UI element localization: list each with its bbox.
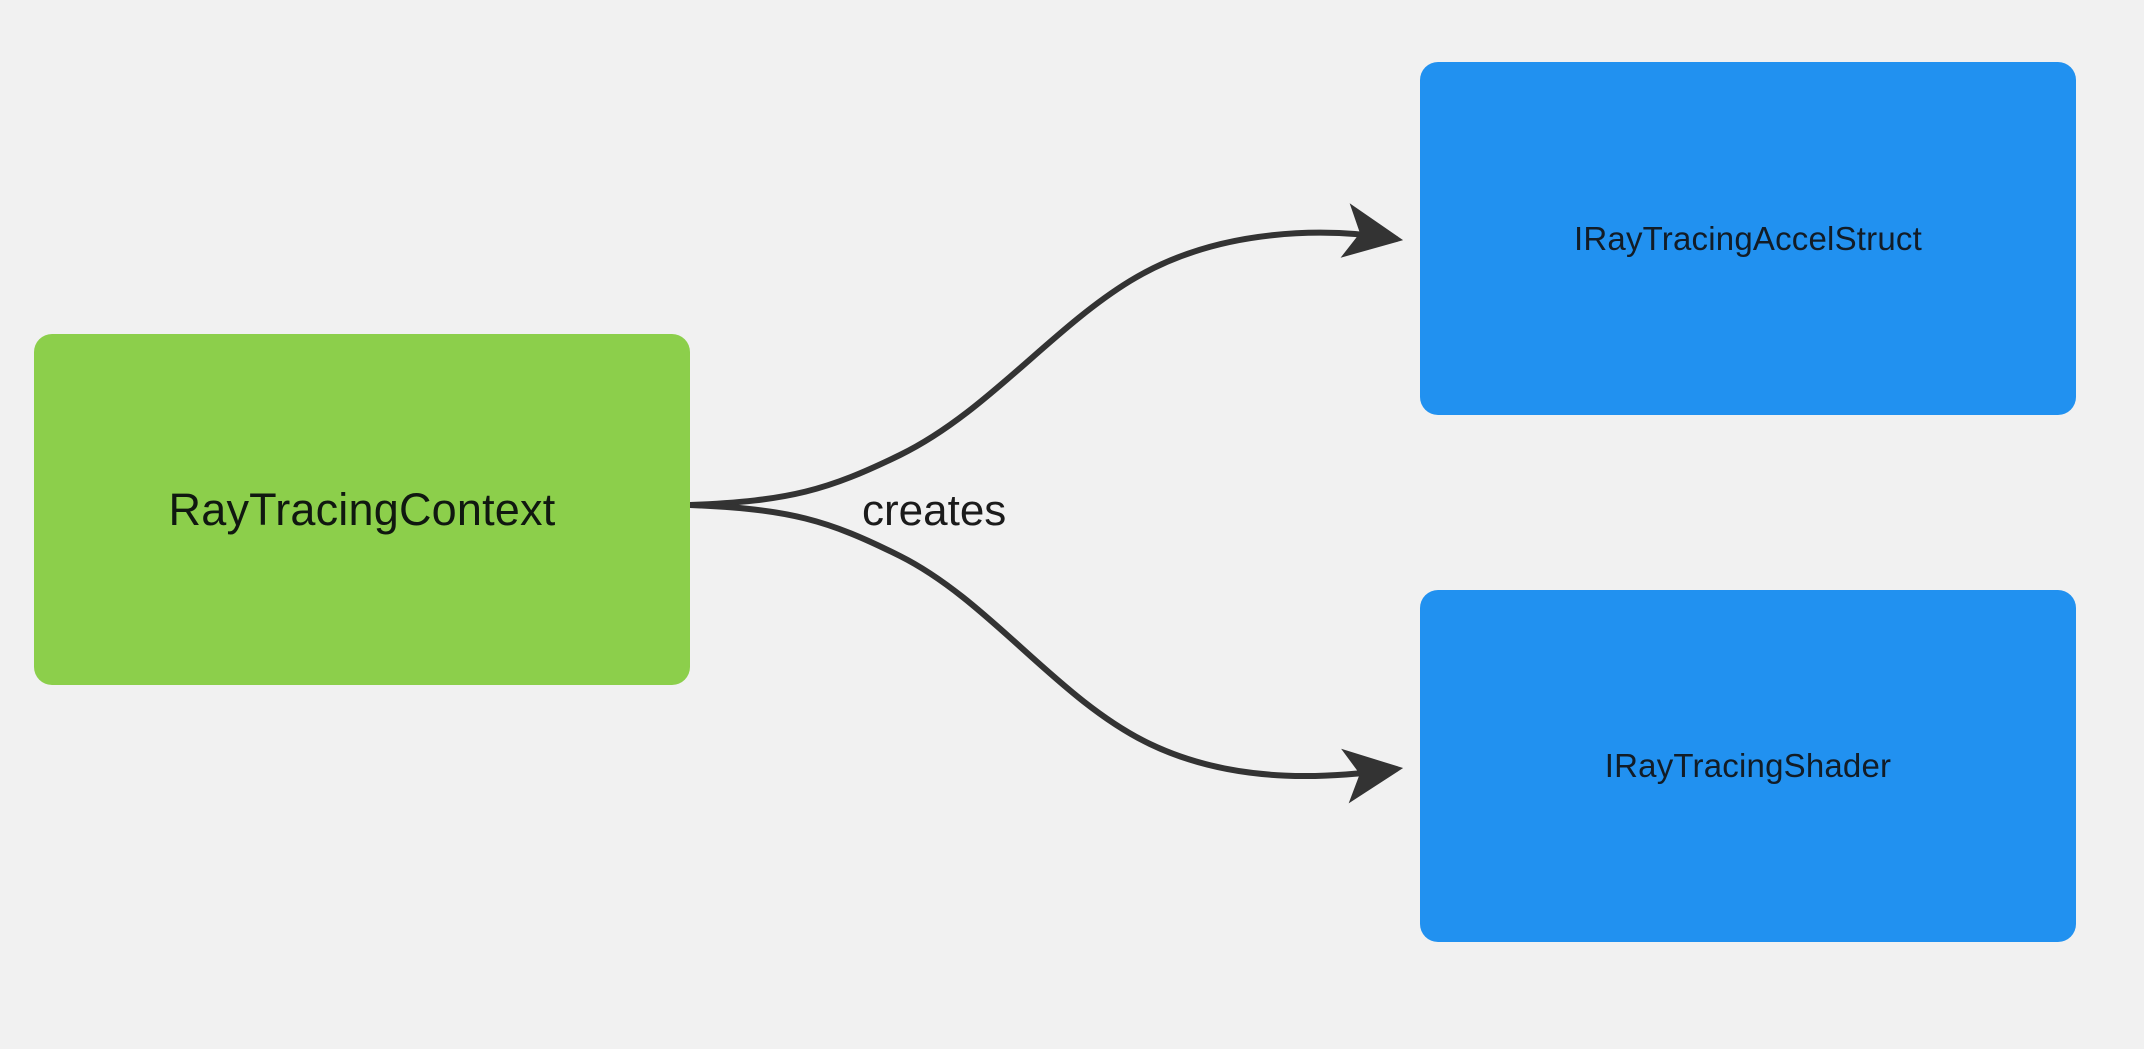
node-raytracingcontext[interactable]: RayTracingContext bbox=[34, 334, 690, 685]
node-label-iraytracingaccelstruct: IRayTracingAccelStruct bbox=[1574, 219, 1922, 257]
node-label-iraytracingshader: IRayTracingShader bbox=[1604, 747, 1892, 784]
edge-label-creates: creates bbox=[862, 486, 1007, 535]
node-label-raytracingcontext: RayTracingContext bbox=[168, 483, 556, 535]
node-iraytracingaccelstruct[interactable]: IRayTracingAccelStruct bbox=[1420, 62, 2076, 415]
edge-creates-to-shader bbox=[687, 502, 1404, 804]
node-iraytracingshader[interactable]: IRayTracingShader bbox=[1420, 590, 2076, 942]
edge-creates-to-accelstruct bbox=[687, 203, 1404, 508]
